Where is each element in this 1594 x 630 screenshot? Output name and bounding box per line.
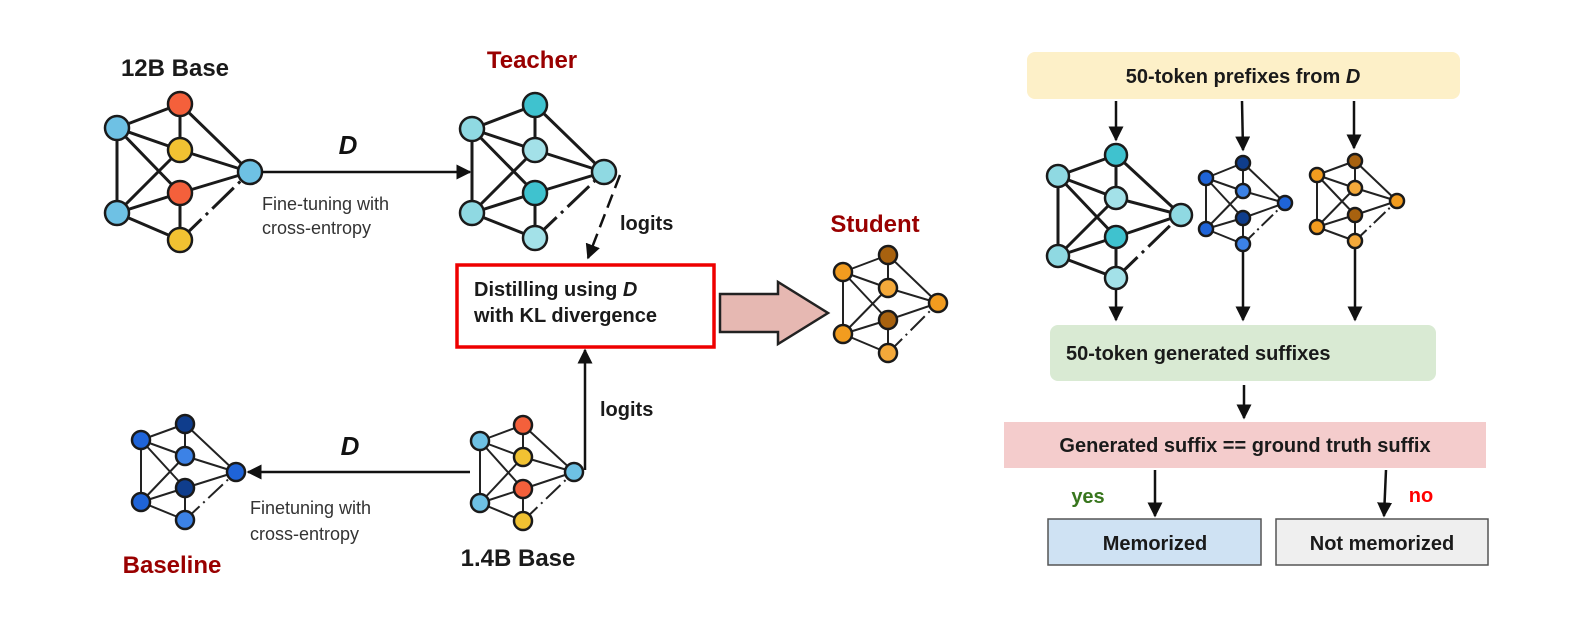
node [1308, 218, 1326, 236]
node [512, 414, 534, 436]
node [1045, 243, 1071, 269]
arrow-teacher-logits [585, 174, 622, 260]
network-student [832, 244, 949, 364]
node [1045, 163, 1071, 189]
node [1346, 232, 1364, 250]
not-memorized-label: Not memorized [1310, 533, 1454, 555]
distill-box [455, 263, 716, 349]
caption-top-line2: cross-entropy [262, 218, 371, 238]
caption-bottom-line1: Finetuning with [250, 498, 371, 518]
compare-box [1004, 422, 1486, 468]
node [166, 226, 194, 254]
node [521, 91, 549, 119]
network-right-teacher [1045, 142, 1194, 291]
dataset-label-bottom: D [341, 431, 360, 461]
node [832, 323, 854, 345]
node [1168, 202, 1194, 228]
not-memorized-box [1275, 518, 1489, 566]
node [103, 114, 131, 142]
node [1308, 166, 1326, 184]
node [877, 309, 899, 331]
network-12b-base [103, 90, 264, 254]
prefix-box-label: 50-token prefixes from D [1126, 66, 1361, 88]
node [877, 277, 899, 299]
node [174, 477, 196, 499]
node [174, 445, 196, 467]
node [1388, 192, 1406, 210]
no-label: no [1409, 485, 1433, 507]
network-teacher [458, 91, 618, 252]
network-baseline [130, 413, 247, 531]
label-teacher: Teacher [487, 47, 577, 74]
node [512, 510, 534, 532]
caption-top-line1: Fine-tuning with [262, 194, 389, 214]
teacher-logits-label: logits [620, 213, 673, 235]
label-baseline: Baseline [123, 552, 222, 579]
suffix-box [1050, 325, 1436, 381]
node [1346, 179, 1364, 197]
caption-bottom-line2: cross-entropy [250, 524, 359, 544]
node [563, 461, 585, 483]
fat-arrow-to-student [718, 279, 831, 347]
label-student: Student [830, 211, 919, 238]
network-1-4b-base [469, 414, 585, 532]
node [103, 199, 131, 227]
node [130, 491, 152, 513]
node [1234, 235, 1252, 253]
label-1-4b-base: 1.4B Base [461, 545, 576, 572]
node [1346, 206, 1364, 224]
label-12b-base: 12B Base [121, 55, 229, 82]
memorized-box [1047, 518, 1262, 566]
node [225, 461, 247, 483]
node [521, 179, 549, 207]
node [1103, 265, 1129, 291]
base-logits-label: logits [600, 399, 653, 421]
node [521, 224, 549, 252]
node [877, 342, 899, 364]
network-right-baseline [1197, 154, 1294, 253]
node [1234, 182, 1252, 200]
arrow-no [1377, 469, 1393, 518]
node [1276, 194, 1294, 212]
node [166, 136, 194, 164]
node [1346, 152, 1364, 170]
node [469, 430, 491, 452]
node [927, 292, 949, 314]
arrow-prefix-2 [1235, 100, 1251, 152]
node [512, 478, 534, 500]
node [1197, 220, 1215, 238]
node [1103, 142, 1129, 168]
compare-box-label: Generated suffix == ground truth suffix [1059, 435, 1430, 457]
node [469, 492, 491, 514]
node [1234, 154, 1252, 172]
node [130, 429, 152, 451]
yes-label: yes [1071, 486, 1104, 508]
prefix-box [1027, 52, 1460, 99]
node [458, 199, 486, 227]
node [174, 413, 196, 435]
node [166, 90, 194, 118]
distill-line2: with KL divergence [473, 305, 657, 327]
node [1234, 209, 1252, 227]
node [1103, 185, 1129, 211]
network-right-student [1308, 152, 1406, 250]
node [521, 136, 549, 164]
node [166, 179, 194, 207]
distill-line1: Distilling using D [474, 279, 637, 301]
node [512, 446, 534, 468]
node [1103, 224, 1129, 250]
suffix-box-label: 50-token generated suffixes [1066, 343, 1331, 365]
dataset-label-top: D [339, 130, 358, 160]
node [590, 158, 618, 186]
memorized-label: Memorized [1103, 533, 1207, 555]
node [174, 509, 196, 531]
node [832, 261, 854, 283]
node [877, 244, 899, 266]
node [1197, 169, 1215, 187]
node [458, 115, 486, 143]
node [236, 158, 264, 186]
